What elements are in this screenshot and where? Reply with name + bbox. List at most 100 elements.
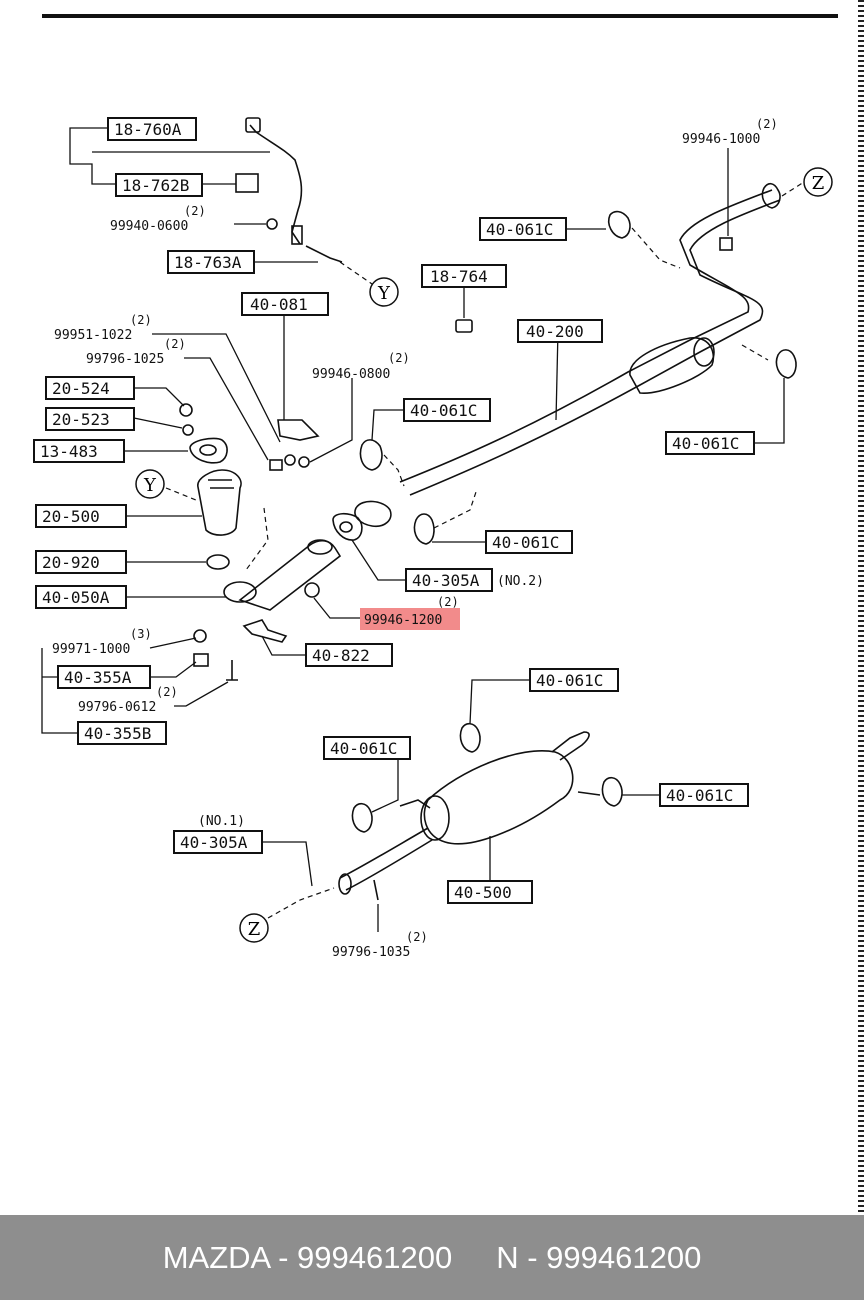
label-20-523: 20-523	[45, 407, 135, 431]
pn-99946-1200: 99946-1200	[364, 613, 442, 628]
label-20-920: 20-920	[35, 550, 127, 574]
label-40-061C-c: 40-061C	[485, 530, 573, 554]
label-40-050A: 40-050A	[35, 585, 127, 609]
muffler-inlet-flange	[338, 873, 352, 895]
leader-18-760A-bracket	[69, 127, 116, 185]
footer-right-text: N - 999461200	[496, 1239, 702, 1275]
gasket-no2-hole	[339, 521, 353, 533]
qty-99946-0800: (2)	[388, 351, 410, 365]
dash-hanger-c	[433, 491, 477, 529]
label-13-483: 13-483	[33, 439, 125, 463]
bracket-40-822	[242, 619, 288, 643]
nut-20-524	[179, 403, 193, 417]
svg-text:18-763A: 18-763A	[174, 253, 242, 272]
svg-text:40-061C: 40-061C	[486, 220, 553, 239]
sensor-wire	[249, 124, 303, 245]
dash-z-bottom	[267, 887, 335, 919]
muffler-end	[420, 795, 450, 841]
gasket-13-483	[189, 437, 228, 464]
label-40-061C-g: 40-061C	[659, 783, 749, 807]
pn-99946-0800: 99946-0800	[312, 367, 390, 382]
catalytic-converter	[197, 469, 242, 536]
dashed-connectors	[165, 181, 805, 919]
label-40-061C-d: 40-061C	[665, 431, 755, 455]
leader-40-305A-no1	[262, 841, 313, 887]
hanger-d	[775, 349, 797, 379]
dash-hanger-a	[631, 227, 681, 269]
nut-99946-0800	[298, 456, 310, 468]
label-40-081: 40-081	[241, 292, 329, 316]
pn-99946-1000: 99946-1000	[682, 132, 760, 147]
label-40-305A-no2: 40-305A	[405, 568, 493, 592]
marker-z-top	[803, 167, 833, 197]
label-40-061C-e: 40-061C	[529, 668, 619, 692]
leader-99971	[149, 637, 197, 649]
svg-text:40-822: 40-822	[312, 646, 370, 665]
front-pipe	[238, 539, 342, 611]
dash-hanger-d	[741, 344, 769, 361]
hanger-top-rear	[761, 182, 781, 209]
pn-99796-0612: 99796-0612	[78, 700, 156, 715]
leader-40-061C-e	[469, 679, 530, 725]
drawing-lines	[179, 117, 797, 901]
gasket-20-920	[206, 554, 230, 570]
label-20-524: 20-524	[45, 376, 135, 400]
tail-pipe	[551, 731, 590, 761]
gasket-hole	[199, 444, 217, 456]
front-pipe-inlet-flange	[223, 581, 257, 603]
svg-text:40-081: 40-081	[250, 295, 308, 314]
highlight-99946-1200-box	[360, 608, 460, 630]
pn-99940-0600: 99940-0600	[110, 219, 188, 234]
part-label-boxes: 18-760A 18-762B 18-763A 18-764 40-081 40…	[33, 117, 755, 904]
footer-bar: MAZDA - 999461200 N - 999461200	[0, 1215, 864, 1300]
marker-y-left	[135, 469, 165, 499]
label-40-200: 40-200	[517, 319, 603, 343]
marker-y-top	[369, 277, 399, 307]
label-20-500: 20-500	[35, 504, 127, 528]
qty-99796-0612: (2)	[156, 685, 178, 699]
label-40-355B: 40-355B	[77, 721, 167, 745]
marker-y-left-text: Y	[143, 475, 157, 496]
leader-40-355-bracket	[41, 648, 78, 734]
hanger-c	[413, 513, 435, 545]
leader-20-523	[133, 417, 183, 429]
hanger-a	[607, 210, 631, 239]
hanger-f	[351, 802, 373, 833]
svg-text:40-061C: 40-061C	[666, 786, 733, 805]
svg-text:20-500: 20-500	[42, 507, 100, 526]
dash-z-top	[781, 181, 805, 197]
svg-text:20-920: 20-920	[42, 553, 100, 572]
svg-text:40-305A: 40-305A	[412, 571, 480, 590]
label-18-763A: 18-763A	[167, 250, 255, 274]
hanger-b	[359, 439, 383, 471]
label-40-305A-no1: 40-305A	[173, 830, 263, 854]
hanger-e	[459, 722, 481, 753]
leader-40-061C-b	[371, 409, 404, 441]
svg-text:40-050A: 40-050A	[42, 588, 110, 607]
svg-text:40-500: 40-500	[454, 883, 512, 902]
label-40-500: 40-500	[447, 880, 533, 904]
muffler-rear-rod	[577, 791, 601, 796]
dash-hanger-b	[383, 454, 405, 487]
o2-sensor	[291, 225, 303, 245]
resonator-end	[693, 337, 715, 367]
svg-text:40-061C: 40-061C	[672, 434, 739, 453]
label-18-764: 18-764	[421, 264, 507, 288]
leader-40-305A-no2	[351, 539, 406, 581]
leader-40-061C-d	[754, 378, 785, 444]
svg-text:13-483: 13-483	[40, 442, 98, 461]
pn-99796-1035: 99796-1035	[332, 945, 410, 960]
leader-40-822	[261, 635, 306, 656]
leader-99796-0612	[174, 681, 229, 707]
bolt-99796-0612	[226, 660, 238, 681]
leader-40-355A	[150, 661, 197, 678]
main-pipe-flange	[354, 500, 392, 528]
label-40-822: 40-822	[305, 643, 393, 667]
dash-front	[245, 507, 269, 571]
svg-text:18-762B: 18-762B	[122, 176, 189, 195]
note-no1: (NO.1)	[198, 814, 245, 829]
label-40-061C-a: 40-061C	[479, 217, 567, 241]
converter-detail	[208, 479, 234, 489]
svg-text:40-200: 40-200	[526, 322, 584, 341]
label-40-061C-b: 40-061C	[403, 398, 491, 422]
